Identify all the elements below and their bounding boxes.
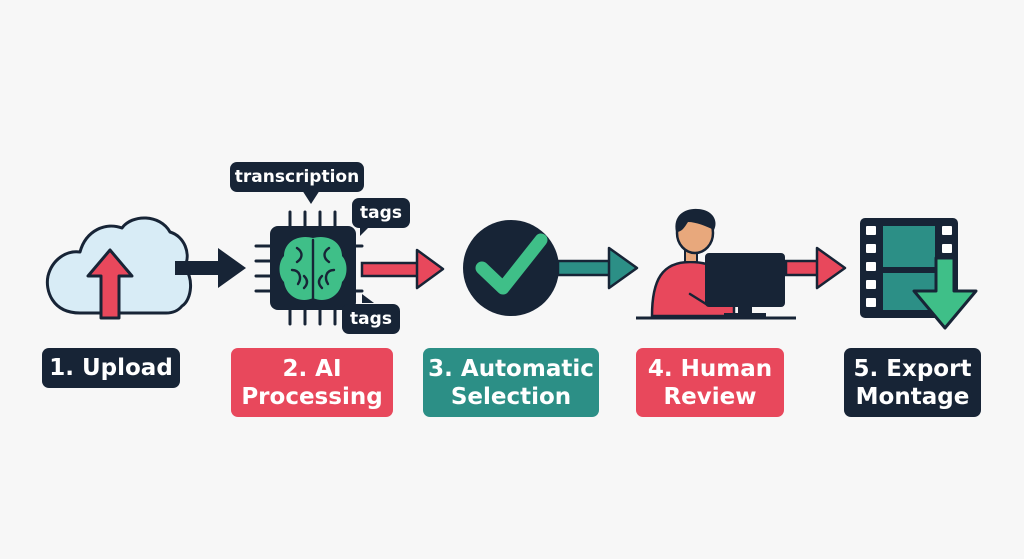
arrow-1-to-2 xyxy=(175,248,246,288)
step-label-upload: 1. Upload xyxy=(42,348,180,388)
step-label-line: 2. AI xyxy=(282,355,342,382)
step-label-line: Review xyxy=(663,383,757,410)
step-label-line: Montage xyxy=(855,383,970,410)
step-label-line: 4. Human xyxy=(647,355,773,382)
step-label-line: 3. Automatic xyxy=(428,355,594,382)
step-label-automatic-selection: 3. Automatic Selection xyxy=(423,348,599,417)
arrow-3-to-4 xyxy=(556,246,639,290)
bubble-tags-upper: tags xyxy=(352,198,410,228)
person-at-computer-icon xyxy=(636,208,796,320)
bubble-tags-lower: tags xyxy=(342,304,400,334)
step-label-line: Processing xyxy=(241,383,383,410)
arrow-4-to-5 xyxy=(784,246,847,290)
film-download-icon xyxy=(860,218,978,330)
cloud-upload-icon xyxy=(45,216,192,320)
step-label-ai-processing: 2. AI Processing xyxy=(231,348,393,417)
bubble-transcription: transcription xyxy=(230,162,364,192)
step-label-human-review: 4. Human Review xyxy=(636,348,784,417)
checkmark-circle-icon xyxy=(463,220,559,316)
step-label-line: 1. Upload xyxy=(49,355,173,381)
ai-brain-chip-icon xyxy=(254,210,364,326)
step-label-line: Selection xyxy=(450,383,572,410)
arrow-2-to-3 xyxy=(360,248,445,290)
step-label-export-montage: 5. Export Montage xyxy=(844,348,981,417)
step-label-line: 5. Export xyxy=(853,355,972,382)
